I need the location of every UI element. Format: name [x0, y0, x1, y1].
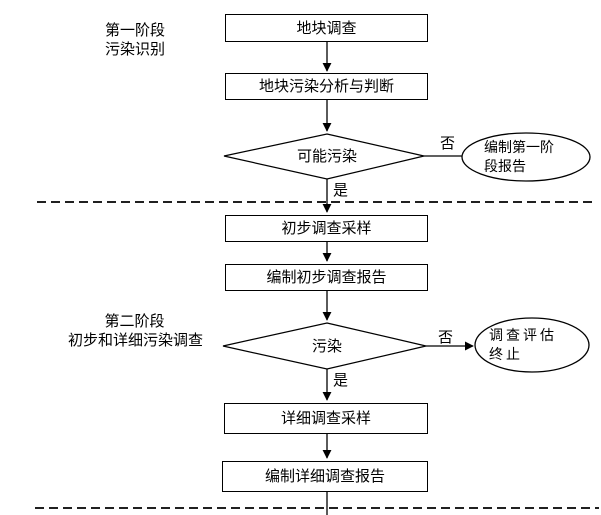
- stage2-label-line1: 第二阶段: [104, 312, 165, 330]
- edge-label-no1: 否: [440, 134, 456, 152]
- ellipse1-label-line2: 段报告: [484, 159, 526, 175]
- stage1-label-line1: 第一阶段: [105, 21, 166, 39]
- edge-label-no2: 否: [438, 328, 454, 346]
- ellipse1-label: 编制第一阶 段报告: [484, 139, 554, 177]
- decision1-diamond: [223, 133, 425, 180]
- ellipse-first-stage-report: [461, 132, 591, 182]
- decision2-diamond: [222, 322, 427, 370]
- ellipse2-label-line2: 终止: [489, 347, 523, 363]
- node-preliminary-report: 编制初步调查报告: [225, 264, 428, 291]
- flow-connectors: [322, 42, 474, 515]
- node-site-survey: 地块调查: [225, 14, 428, 42]
- node-preliminary-sampling: 初步调查采样: [225, 215, 428, 242]
- ellipse2-label: 调查评估 终止: [489, 327, 557, 365]
- ellipse2-label-line1: 调查评估: [489, 328, 557, 344]
- stage2-label: 第二阶段 初步和详细污染调查: [68, 312, 204, 350]
- decision1-label: 可能污染: [296, 147, 357, 165]
- stage1-label-line2: 污染识别: [105, 40, 166, 58]
- node-detailed-sampling: 详细调查采样: [224, 403, 428, 434]
- ellipse1-label-line1: 编制第一阶: [484, 140, 554, 156]
- decision2-label: 污染: [311, 337, 342, 355]
- node-detailed-report: 编制详细调查报告: [222, 461, 428, 492]
- stage2-label-line2: 初步和详细污染调查: [68, 331, 204, 349]
- stage1-label: 第一阶段 污染识别: [105, 21, 165, 59]
- edge-label-yes2: 是: [333, 371, 349, 389]
- edge-label-yes1: 是: [333, 181, 349, 199]
- ellipse-terminate: [474, 317, 590, 373]
- node-pollution-analysis: 地块污染分析与判断: [225, 73, 428, 100]
